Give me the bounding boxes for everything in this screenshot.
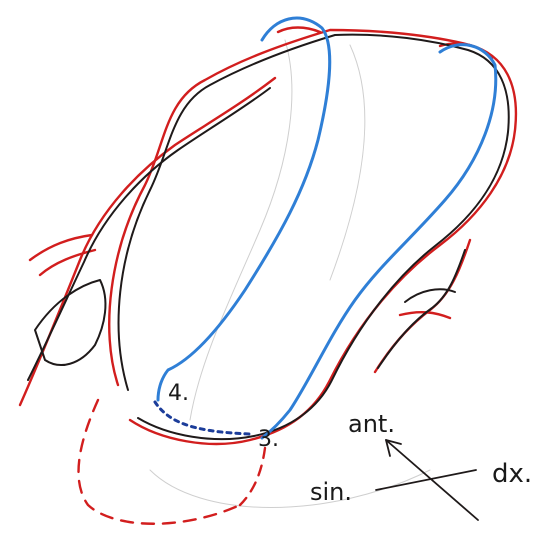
dotted-segment	[155, 402, 250, 434]
arrow-shaft	[386, 440, 478, 520]
label-sinister: sin.	[310, 478, 352, 506]
label-number-4: 4.	[168, 381, 189, 406]
label-dexter: dx.	[492, 459, 532, 489]
black-outline	[28, 35, 509, 439]
label-anterior: ant.	[348, 410, 395, 438]
blue-inner-contour	[158, 18, 496, 438]
label-number-3: 3.	[258, 427, 279, 452]
orientation-marker	[376, 440, 478, 520]
lateral-line	[376, 470, 476, 490]
